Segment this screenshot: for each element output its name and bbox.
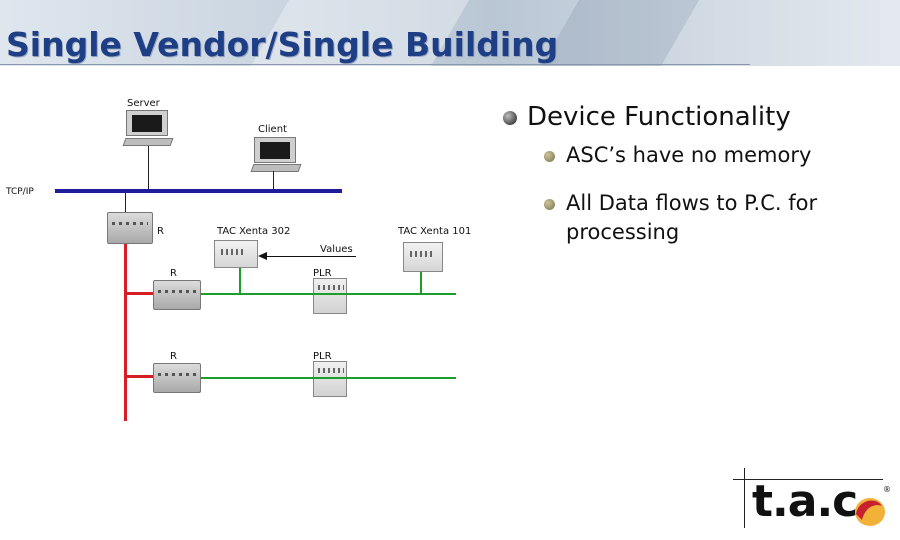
values-arrow-line [266,256,356,257]
header-background [0,0,900,66]
red-network-line [124,244,127,421]
xenta-302-drop-line [239,268,241,294]
client-connection-line [273,171,274,190]
client-label: Client [258,124,287,135]
server-connection-line [148,146,149,190]
xenta-101-label: TAC Xenta 101 [398,226,472,237]
tcpip-label: TCP/IP [6,187,34,197]
server-computer-icon [122,110,174,148]
xenta-302-label: TAC Xenta 302 [217,226,291,237]
bullet-icon [544,151,555,162]
tac-logo: t.a.c [752,476,858,527]
values-arrow-head [258,252,267,260]
bullet-item-2: All Data flows to P.C. for processing [566,191,818,245]
xenta-302-device [214,240,258,268]
logo-registered-mark: ® [883,485,891,494]
red-branch-mid [126,292,154,295]
green-bus-mid [201,293,456,295]
logo-swoosh-icon [855,498,885,526]
router-mid-device [153,280,201,310]
router-top-label: R [157,226,164,237]
slide-title: Single Vendor/Single Building [6,25,559,64]
title-underline [0,64,750,65]
values-label: Values [320,244,353,255]
router-top-device [107,212,153,244]
green-bus-bottom [201,377,456,379]
red-branch-bottom [126,375,154,378]
heading-bullet-icon [503,111,517,125]
plr-bottom-label: PLR [313,351,332,362]
router-mid-label: R [170,268,177,279]
router-bottom-label: R [170,351,177,362]
logo-crosshair-vertical [744,468,745,528]
xenta-101-drop-line [420,272,422,294]
plr-mid-device [313,278,347,314]
router-top-uplink [125,193,126,213]
server-label: Server [127,98,160,109]
plr-bottom-device [313,361,347,397]
xenta-101-device [403,242,443,272]
tcpip-network-bus [55,189,342,193]
bullet-heading: Device Functionality [527,102,791,132]
client-computer-icon [250,137,302,173]
bullet-icon [544,199,555,210]
router-bottom-device [153,363,201,393]
bullet-item-1: ASC’s have no memory [566,143,812,167]
plr-mid-label: PLR [313,268,332,279]
logo-crosshair-horizontal [733,479,883,480]
